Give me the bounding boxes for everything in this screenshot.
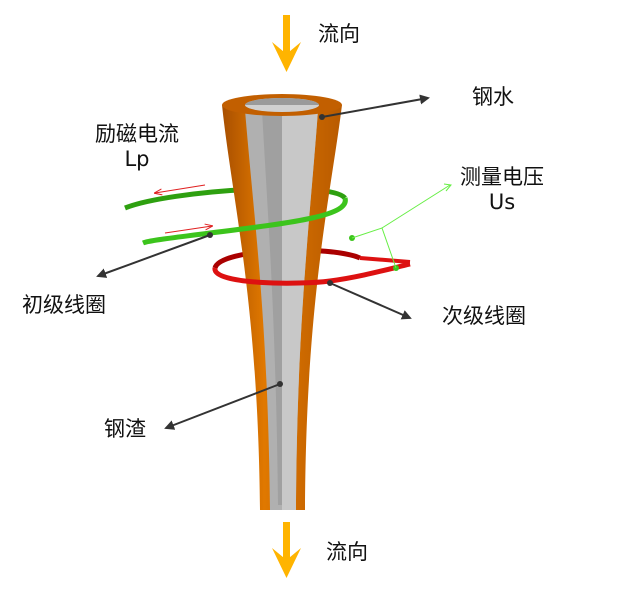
label-secondary-coil: 次级线圈: [442, 304, 526, 328]
label-flow-bottom: 流向: [326, 540, 368, 564]
excitation-current-text: 励磁电流: [95, 122, 179, 146]
excitation-symbol: Lp: [124, 147, 150, 171]
label-measured-voltage: 测量电压 Us: [452, 165, 552, 215]
flow-arrow-bottom: [272, 522, 301, 578]
current-arrow-left: [155, 184, 206, 193]
current-arrow-right: [164, 226, 212, 234]
primary-coil: [142, 197, 348, 246]
label-molten-steel: 钢水: [472, 85, 514, 109]
voltage-lines: [351, 183, 452, 269]
pointer-slag: [164, 383, 281, 430]
flow-arrow-top: [272, 15, 301, 72]
nozzle: [222, 94, 342, 510]
pointer-molten-steel: [321, 94, 430, 118]
pointer-primary-coil: [96, 234, 211, 278]
label-flow-top: 流向: [318, 22, 360, 46]
label-primary-coil: 初级线圈: [22, 293, 106, 317]
voltage-symbol: Us: [488, 190, 516, 214]
label-slag: 钢渣: [104, 417, 146, 441]
label-excitation-current: 励磁电流 Lp: [82, 122, 192, 172]
pointer-secondary-coil: [329, 282, 412, 320]
measured-voltage-text: 测量电压: [460, 165, 544, 189]
